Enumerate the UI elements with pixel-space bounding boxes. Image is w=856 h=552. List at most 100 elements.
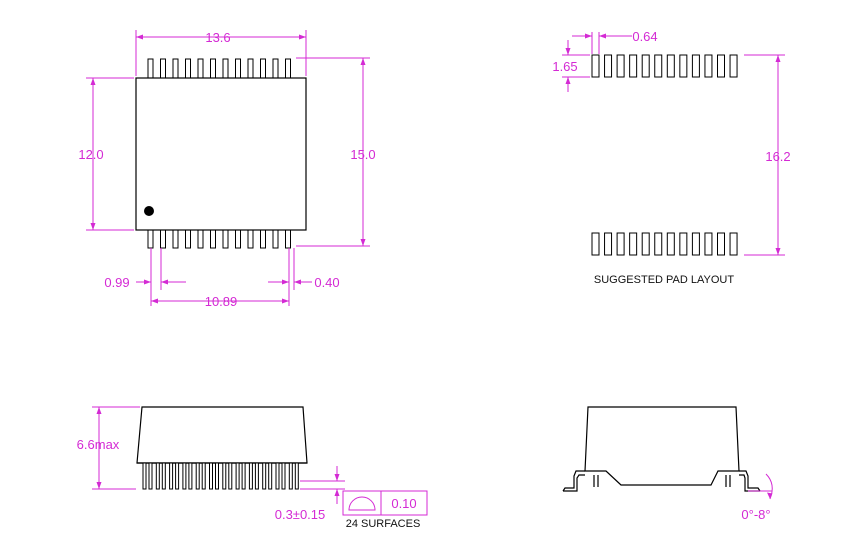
dim-pin-span: 10.89 [205, 294, 238, 309]
pad [629, 232, 638, 256]
pin [147, 58, 154, 79]
pad [717, 232, 725, 256]
lead [201, 462, 206, 490]
pad [629, 54, 638, 78]
top-view [135, 58, 307, 249]
dim-pad-row-spacing: 16.2 [765, 149, 790, 164]
pin [235, 229, 241, 249]
pad [691, 232, 700, 256]
dim-pin-pitch: 0.99 [104, 275, 129, 290]
dim-standoff: 0.3±0.15 [275, 507, 326, 522]
pad [729, 232, 738, 256]
lead [268, 462, 273, 490]
pad [604, 232, 613, 256]
pin [172, 58, 179, 79]
lead [281, 462, 286, 490]
lead [294, 462, 299, 490]
lead [228, 462, 233, 490]
side-view-dimension-arrows [96, 407, 340, 496]
pin [197, 229, 204, 249]
lead [288, 462, 293, 490]
pin [185, 58, 191, 79]
lead [188, 462, 193, 490]
lead [215, 462, 219, 490]
pad [691, 54, 700, 78]
pad [666, 54, 675, 78]
pads-upper [591, 54, 738, 78]
lead [169, 462, 174, 490]
pad [616, 54, 625, 78]
pad-layout [591, 54, 738, 256]
lead [254, 462, 259, 490]
pad [704, 54, 713, 78]
lead [161, 462, 166, 490]
dim-top-width: 13.6 [205, 30, 230, 45]
dim-lead-angle: 0°-8° [741, 507, 770, 522]
pad [704, 232, 713, 256]
pin [185, 229, 191, 249]
pad-layout-caption: SUGGESTED PAD LAYOUT [594, 274, 734, 286]
pin [160, 58, 166, 79]
coplanarity-value: 0.10 [391, 496, 416, 511]
pin [147, 229, 154, 249]
lead [262, 462, 267, 490]
pin [285, 229, 291, 249]
pad-layout-dimensions [562, 32, 785, 256]
dim-pad-length: 1.65 [552, 59, 577, 74]
lead [209, 462, 213, 490]
side-view-dimensions [92, 406, 345, 504]
lead [235, 462, 240, 490]
side-leads [142, 462, 299, 490]
package-body [135, 77, 307, 231]
pad [641, 232, 650, 256]
pin [210, 58, 216, 79]
pin [222, 229, 229, 249]
pad [717, 54, 725, 78]
pad [679, 232, 688, 256]
pad [654, 232, 663, 256]
surfaces-caption: 24 SURFACES [346, 518, 421, 530]
end-view [562, 406, 761, 492]
pad [679, 54, 688, 78]
pin [247, 229, 254, 249]
pad-layout-dimension-arrows [565, 33, 781, 255]
dim-pad-width: 0.64 [632, 29, 657, 44]
side-view [136, 406, 308, 490]
pin [272, 58, 279, 79]
pad [591, 232, 600, 256]
pin [210, 229, 216, 249]
pin [272, 229, 279, 249]
lead [275, 462, 280, 490]
pin [235, 58, 241, 79]
side-body [136, 406, 308, 464]
pin [222, 58, 229, 79]
coplanarity-frame [342, 490, 428, 516]
pin [285, 58, 291, 79]
pad [604, 54, 613, 78]
dim-body-height: 12.0 [78, 147, 103, 162]
pad [729, 54, 738, 78]
pin [160, 229, 166, 249]
dim-max-height: 6.6max [77, 437, 120, 452]
pad [641, 54, 650, 78]
profile-of-surface-icon [348, 496, 376, 511]
dim-pin-width: 0.40 [314, 275, 339, 290]
pad [591, 54, 600, 78]
end-view-lead-left [562, 470, 585, 492]
lead [148, 462, 153, 490]
dim-overall-height: 15.0 [350, 147, 375, 162]
lead [142, 462, 147, 490]
top-view-dimension-arrows [90, 34, 366, 304]
lead [195, 462, 200, 490]
pads-lower [591, 232, 738, 256]
top-view-dimensions [86, 30, 370, 306]
lead [222, 462, 227, 490]
lead [175, 462, 180, 490]
pin [172, 229, 179, 249]
end-view-lead-right [739, 470, 761, 492]
lead [248, 462, 253, 490]
pin [260, 58, 266, 79]
pad [666, 232, 675, 256]
lead [241, 462, 246, 490]
